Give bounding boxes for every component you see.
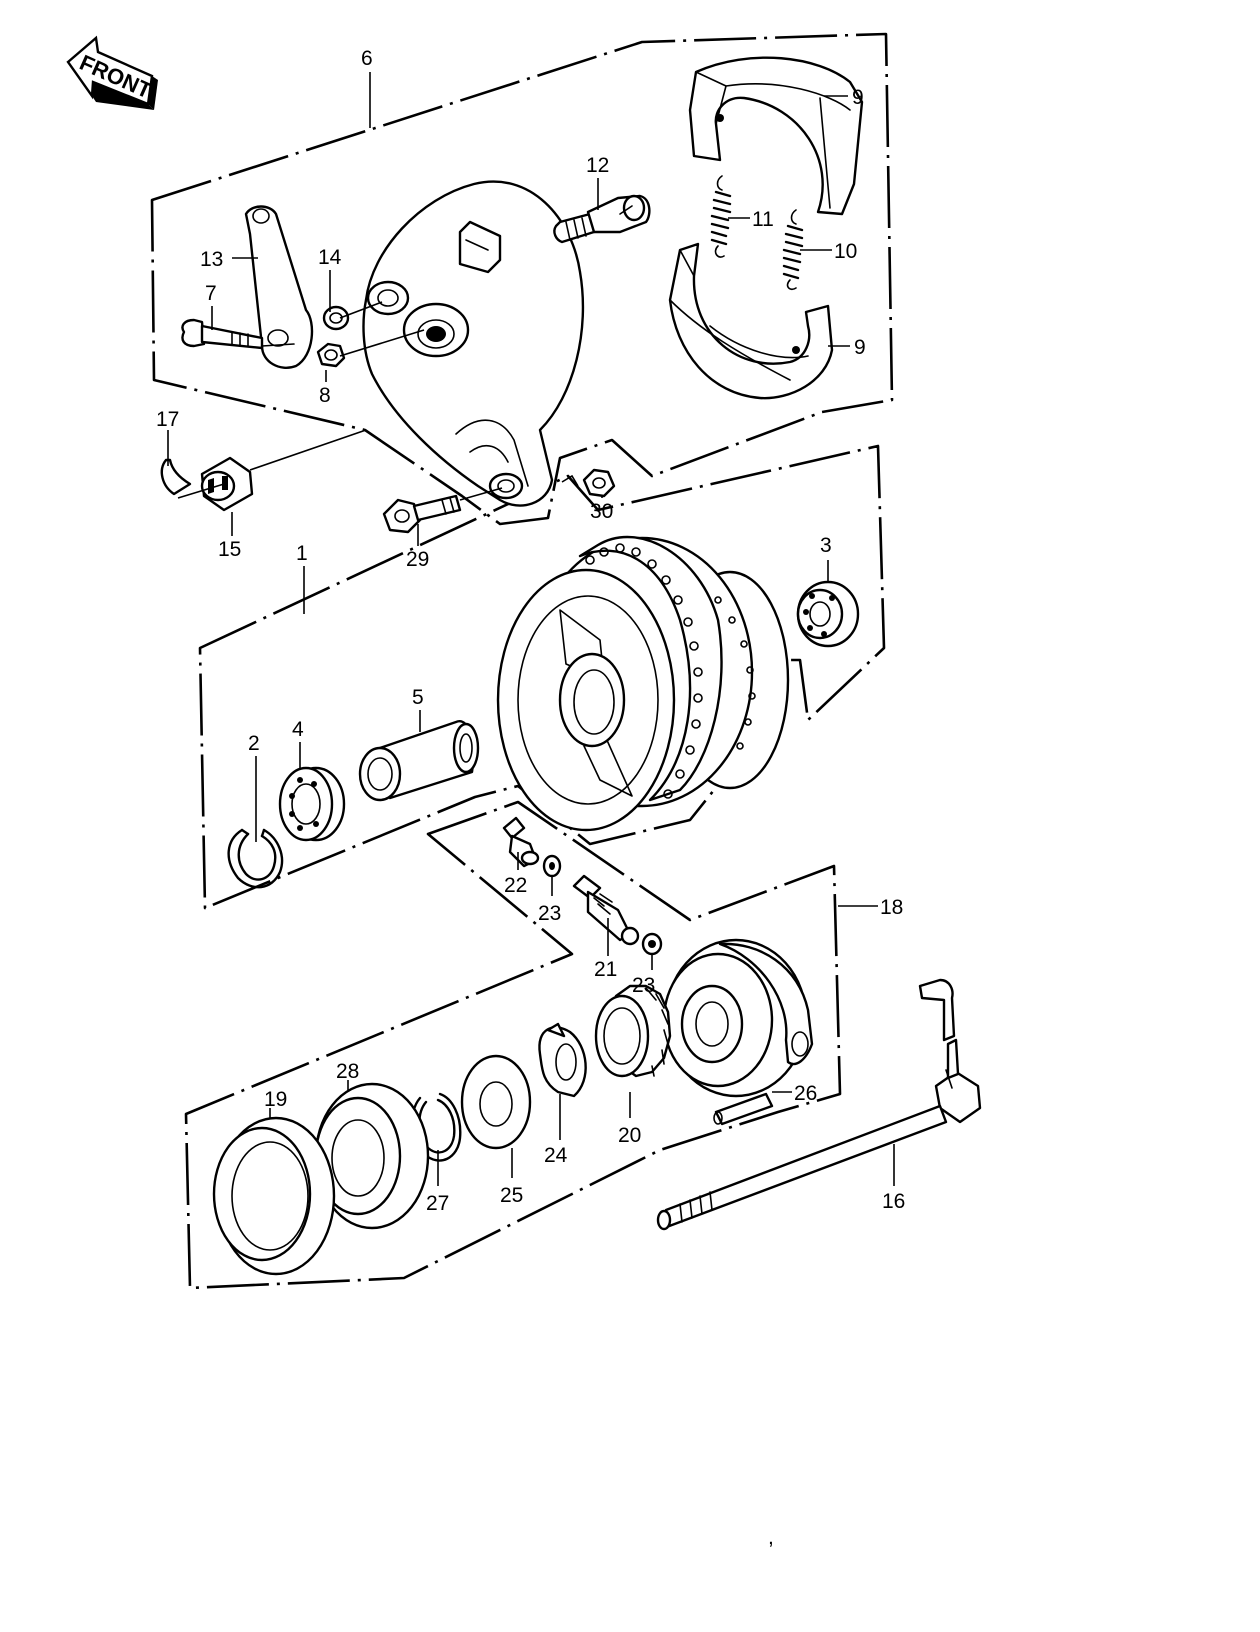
callout-2: 2 (248, 732, 260, 755)
callout-3: 3 (820, 534, 832, 557)
spacer-washer (460, 1054, 532, 1150)
callout-29: 29 (406, 548, 429, 571)
callout-16: 16 (882, 1190, 905, 1213)
hub-bearing-left (278, 766, 346, 842)
callout-21: 21 (594, 958, 617, 981)
callout-1: 1 (296, 542, 308, 565)
return-spring (782, 209, 804, 291)
callout-22: 22 (504, 874, 527, 897)
cotter-pin (160, 458, 192, 496)
castle-nut (200, 456, 254, 512)
meter-pinion-shaft (502, 816, 540, 868)
callout-13: 13 (200, 248, 223, 271)
callout-6: 6 (361, 47, 373, 70)
return-spring (710, 175, 732, 258)
hub-spacer (358, 720, 480, 802)
grease-seal (212, 1116, 336, 1276)
thrust-washer (542, 854, 562, 878)
brake-camshaft (553, 194, 651, 244)
stray-mark: , (768, 1526, 774, 1549)
circlip (227, 828, 284, 889)
callout-11: 11 (752, 208, 774, 231)
drive-gear (594, 984, 672, 1078)
hub-spoke-holes (585, 543, 756, 799)
callout-26: 26 (794, 1082, 817, 1105)
brake-panel-group-boundary (150, 32, 894, 526)
callout-7: 7 (205, 282, 217, 305)
callout-25: 25 (500, 1184, 523, 1207)
brake-shoe-upper (688, 56, 864, 216)
torque-link-bolt (382, 494, 462, 534)
callout-30: 30 (590, 500, 613, 523)
leader-lines (167, 72, 895, 1186)
callout-8: 8 (319, 384, 331, 407)
callout-labels: 6 9 12 11 10 13 14 7 9 8 17 30 15 29 3 1… (156, 47, 905, 1549)
callout-10: 10 (834, 240, 857, 263)
hub-bearing-right (796, 580, 860, 648)
callout-24: 24 (544, 1144, 568, 1167)
callout-27: 27 (426, 1192, 449, 1215)
sprocket-group-boundary (184, 800, 842, 1290)
callout-9-lower: 9 (854, 336, 866, 359)
gear-housing (662, 938, 814, 1098)
lever-bolt (181, 318, 264, 350)
callout-15: 15 (218, 538, 241, 561)
callout-14: 14 (318, 246, 342, 269)
front-axle (656, 978, 982, 1231)
brake-panel (362, 180, 585, 507)
callout-18: 18 (880, 896, 903, 919)
washer (322, 305, 350, 331)
callout-23-upper: 23 (538, 902, 561, 925)
callout-23-lower: 23 (632, 974, 655, 997)
callout-12: 12 (586, 154, 609, 177)
callout-5: 5 (412, 686, 424, 709)
brake-shoe-lower (668, 242, 834, 400)
lock-washer (538, 1022, 587, 1098)
callout-9-upper: 9 (852, 86, 864, 109)
lever-nut (316, 342, 346, 368)
callout-20: 20 (618, 1124, 641, 1147)
callout-4: 4 (292, 718, 304, 741)
front-arrow-icon: FRONT (66, 35, 158, 110)
callout-19: 19 (264, 1088, 287, 1111)
meter-gear (572, 874, 640, 946)
callout-28: 28 (336, 1060, 359, 1083)
brake-cam-lever (244, 205, 314, 369)
callout-17: 17 (156, 408, 179, 431)
wheel-hub (496, 535, 790, 832)
torque-link-nut (582, 468, 616, 498)
collar (713, 1092, 774, 1126)
thrust-washer (641, 932, 663, 956)
